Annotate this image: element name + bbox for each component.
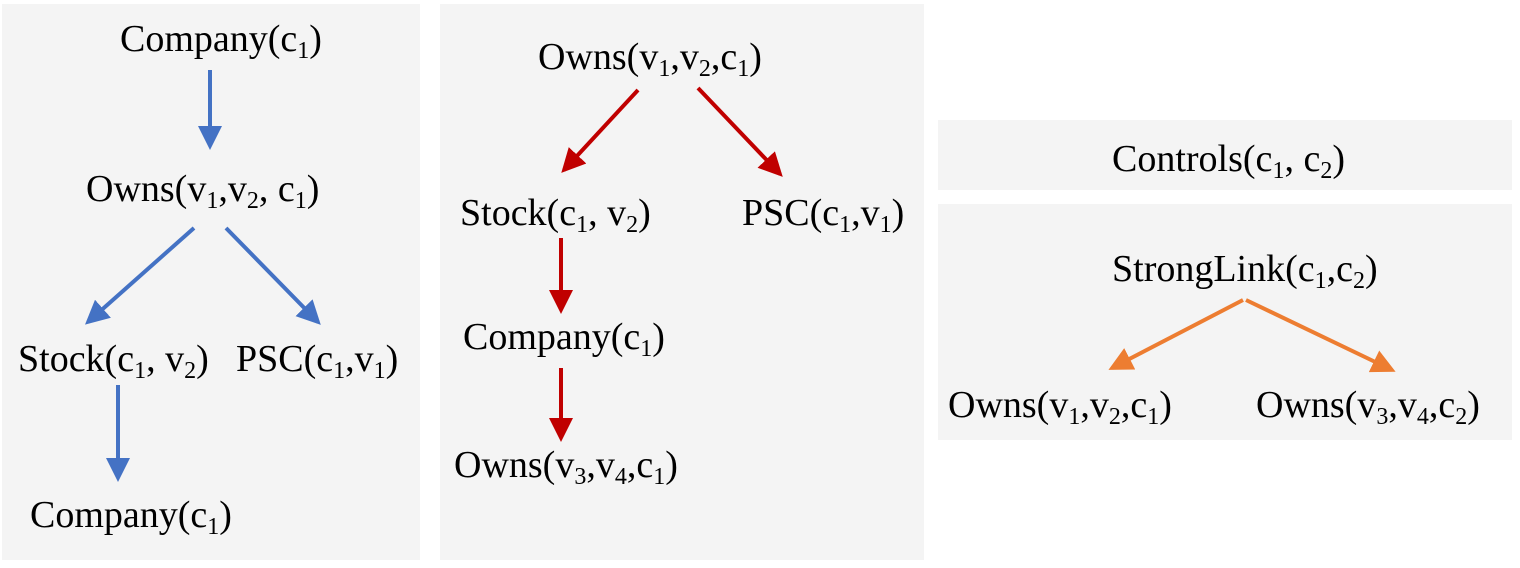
tree2-panel — [440, 4, 924, 560]
tree1-psc: PSC(c1,v1) — [236, 338, 399, 384]
tree2-stock: Stock(c1, v2) — [460, 192, 651, 238]
tree3-stronglink: StrongLink(c1,c2) — [1112, 248, 1378, 294]
tree2-psc: PSC(c1,v1) — [742, 192, 905, 238]
arrow-stronglink-to-left — [1108, 298, 1244, 370]
tree1-stock: Stock(c1, v2) — [18, 338, 209, 384]
arrow-owns-to-psc-red — [696, 86, 783, 177]
tree3-owns-left: Owns(v1,v2,c1) — [948, 384, 1172, 430]
tree2-company: Company(c1) — [463, 316, 665, 362]
tree3-controls: Controls(c1, c2) — [1112, 138, 1345, 184]
tree2-owns: Owns(v3,v4,c1) — [454, 444, 678, 490]
tree2-root-owns: Owns(v1,v2,c1) — [538, 36, 762, 82]
arrow-owns-to-psc — [224, 226, 321, 325]
arrow-stronglink-to-right — [1245, 298, 1396, 373]
tree1-root-company: Company(c1) — [120, 18, 322, 64]
tree1-owns: Owns(v1,v2, c1) — [86, 168, 320, 214]
stronglink-panel — [938, 204, 1512, 440]
arrow-owns-to-stock — [85, 226, 196, 325]
controls-panel — [938, 120, 1512, 190]
arrow-owns-to-stock-red — [561, 88, 640, 173]
tree3-owns-right: Owns(v3,v4,c2) — [1256, 384, 1480, 430]
tree1-company: Company(c1) — [30, 494, 232, 540]
